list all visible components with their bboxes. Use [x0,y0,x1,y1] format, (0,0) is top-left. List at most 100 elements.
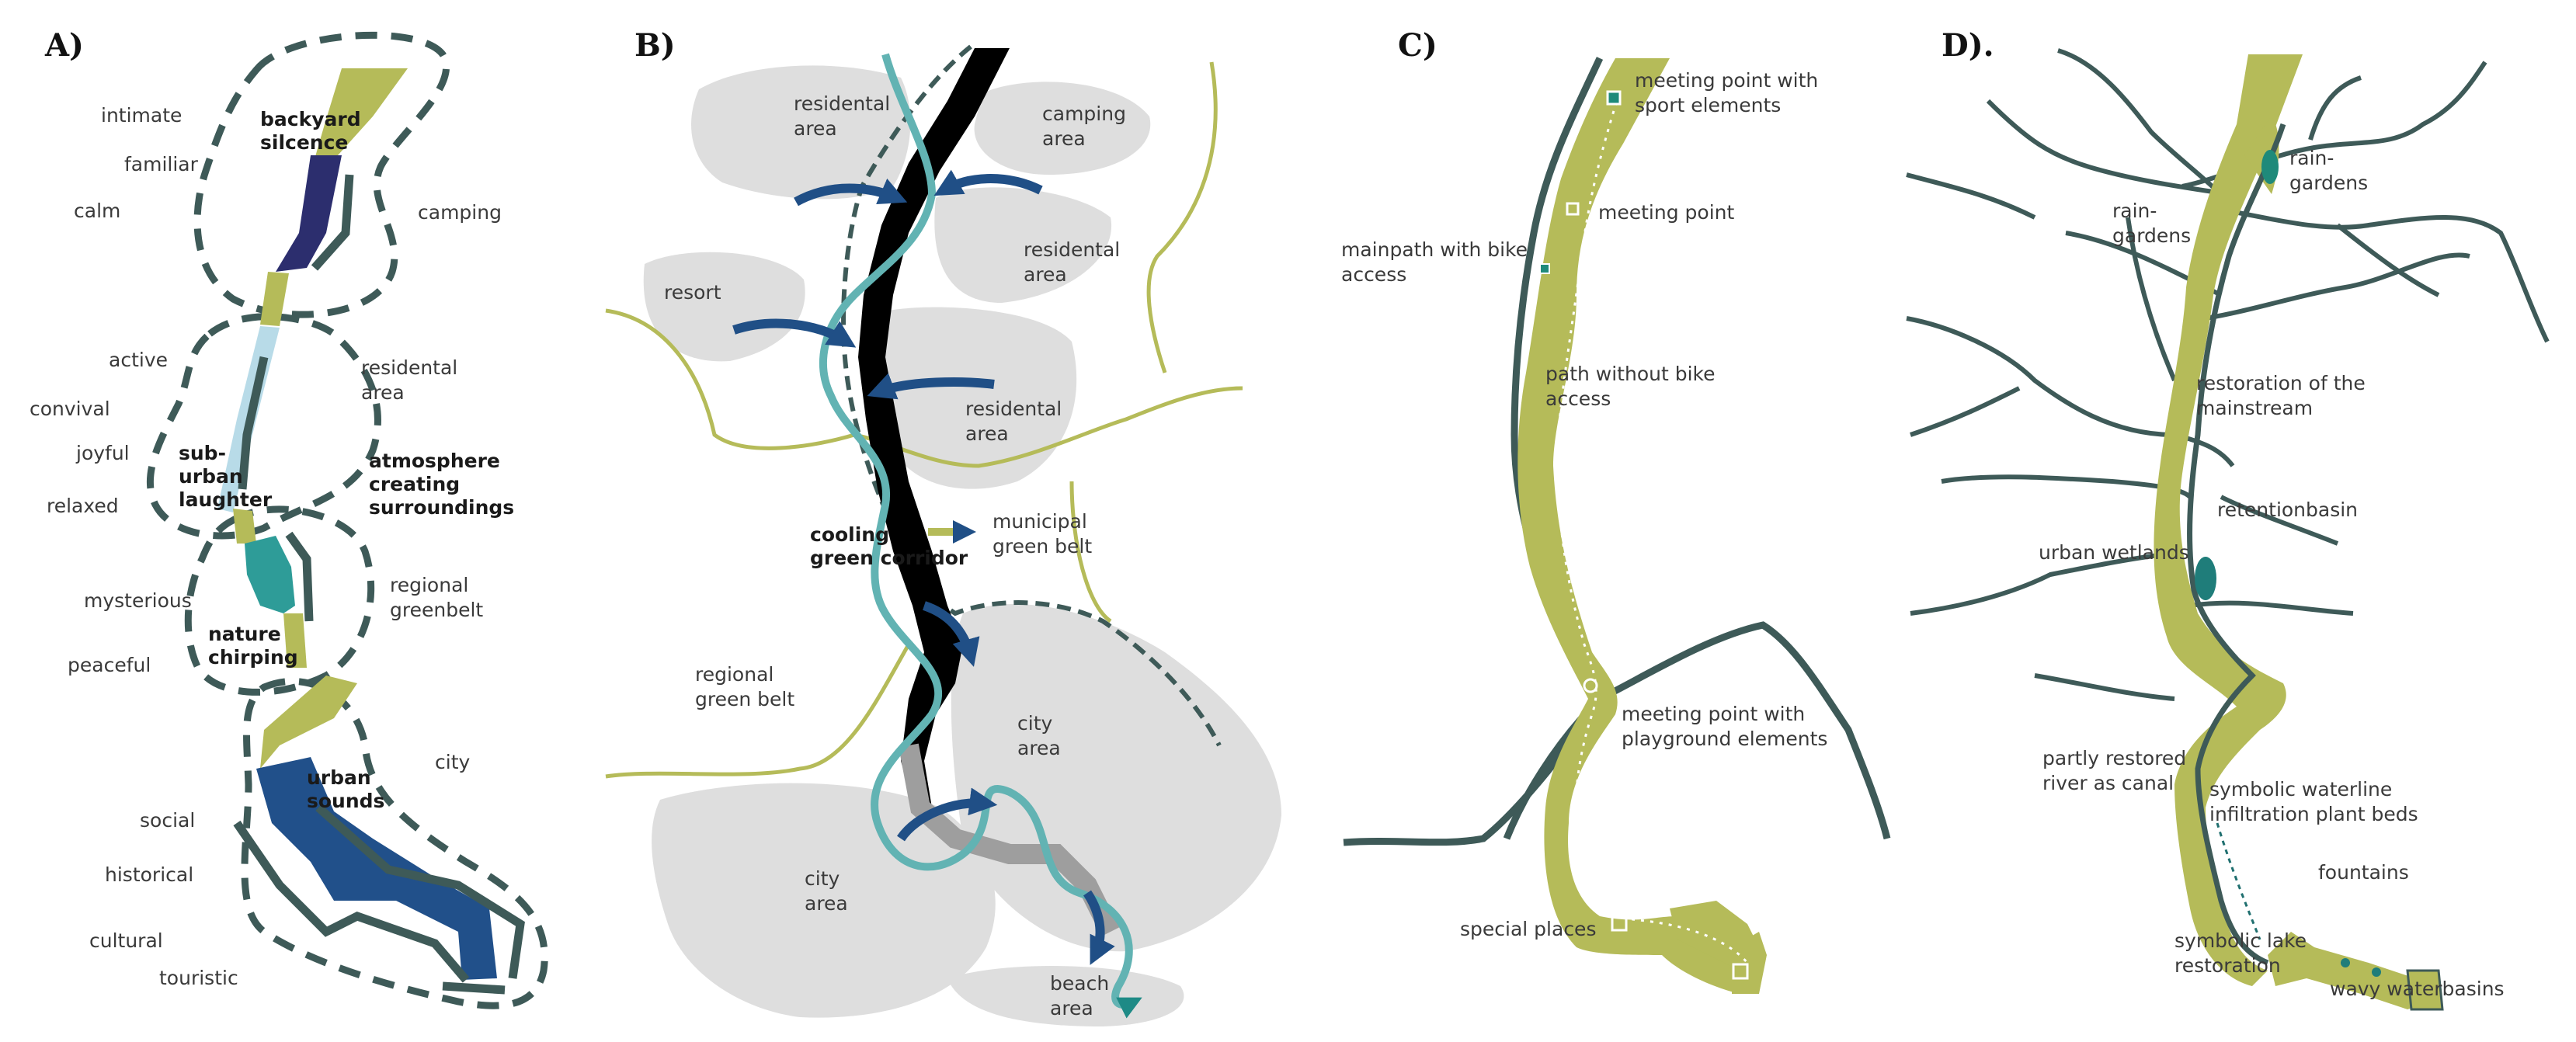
grey-path [899,743,1120,936]
segment-urban-olive [260,676,357,769]
zone-outline-backyard [193,31,450,318]
fountain [2372,967,2381,977]
cooling-arrow [897,787,998,842]
segment-backyard-dark [311,174,354,271]
panel-b-letter: B) [634,27,676,64]
area-camping [974,82,1151,175]
segment-urban-dark-outer [233,820,470,983]
fountain-branch [2268,932,2431,1009]
adjective: mysterious [84,589,192,612]
adjective: calm [74,200,120,222]
area-label: resort [664,281,721,304]
road-branch [1597,621,1891,840]
green-corridor [858,48,1010,815]
area-residental-low [881,307,1077,489]
adjective: social [140,809,195,832]
area-residental-mid [934,187,1112,303]
tributary [2220,495,2339,546]
panel-a-letter: A) [44,27,84,64]
segment-backyard-olive [315,68,408,159]
tributary [2220,207,2550,343]
zone-adjectives: intimate familiar calm active convival j… [30,104,238,989]
tributary [2034,673,2175,701]
teal-river [819,53,1142,1019]
tributary [1941,474,2192,499]
sport-meeting-point [1606,90,1622,106]
boundary-line [605,308,1243,468]
cooling-arrow [867,373,995,400]
segment-backyard-navy [276,155,342,272]
greenbelt-boundaries [605,61,1243,779]
tributary [1986,99,2230,196]
adjective: peaceful [68,654,151,676]
adjective: cultural [89,929,163,952]
panel-d-letter: D). [1942,27,1994,64]
segment-suburban-dark [238,356,269,490]
tributary [1910,386,2021,437]
context-label: camping [418,201,502,224]
d-label: retentionbasin [2217,498,2358,521]
d-label: wavy waterbasins [2330,978,2505,1000]
roads [1343,57,1891,846]
park-strip [1517,58,1755,994]
playground-meeting-point [1583,678,1598,693]
panel-d-labels: rain-gardens rain-gardens restoration of… [2039,147,2505,1000]
rain-garden [2261,150,2279,184]
cooling-arrow [732,318,857,348]
zone-outline-nature [184,505,375,696]
area-city-left [652,783,996,1018]
segment-link2-olive [233,509,256,544]
soundscape-zone-outlines [146,31,548,1009]
zone-outline-suburban [146,313,381,540]
panel-c-letter: C) [1398,27,1437,64]
tributary [2189,600,2354,616]
fountain [2341,958,2350,967]
panel-d: D). [1906,27,2550,1011]
cooling-arrow [1083,890,1115,965]
boundary-line [605,643,911,779]
area-residental-top [691,65,911,200]
cooling-arrows [732,169,1115,965]
zone-outline-urban [241,677,548,1009]
c-label: meeting point [1598,201,1734,224]
d-label: rain-gardens [2289,147,2368,194]
context-label: city [435,751,470,773]
tributary [1906,172,2036,220]
tributaries [1906,48,2550,701]
meeting-point-square [1566,202,1580,216]
cooling-arrow [933,169,1043,196]
adjective: historical [105,863,193,886]
segment-urban-dark-inner [315,804,525,979]
special-place-marker [1611,915,1628,932]
special-place-marker [1732,963,1749,980]
area-resort [643,252,805,362]
adjective: familiar [124,153,199,175]
adjective: joyful [75,442,130,464]
main-stream [2187,123,2286,966]
d-label: fountains [2318,861,2409,884]
tributary [2126,217,2177,382]
segment-nature-dark [285,531,314,622]
tributary [2308,75,2362,141]
tributary [2336,223,2440,297]
segment-nature-teal [245,536,295,613]
